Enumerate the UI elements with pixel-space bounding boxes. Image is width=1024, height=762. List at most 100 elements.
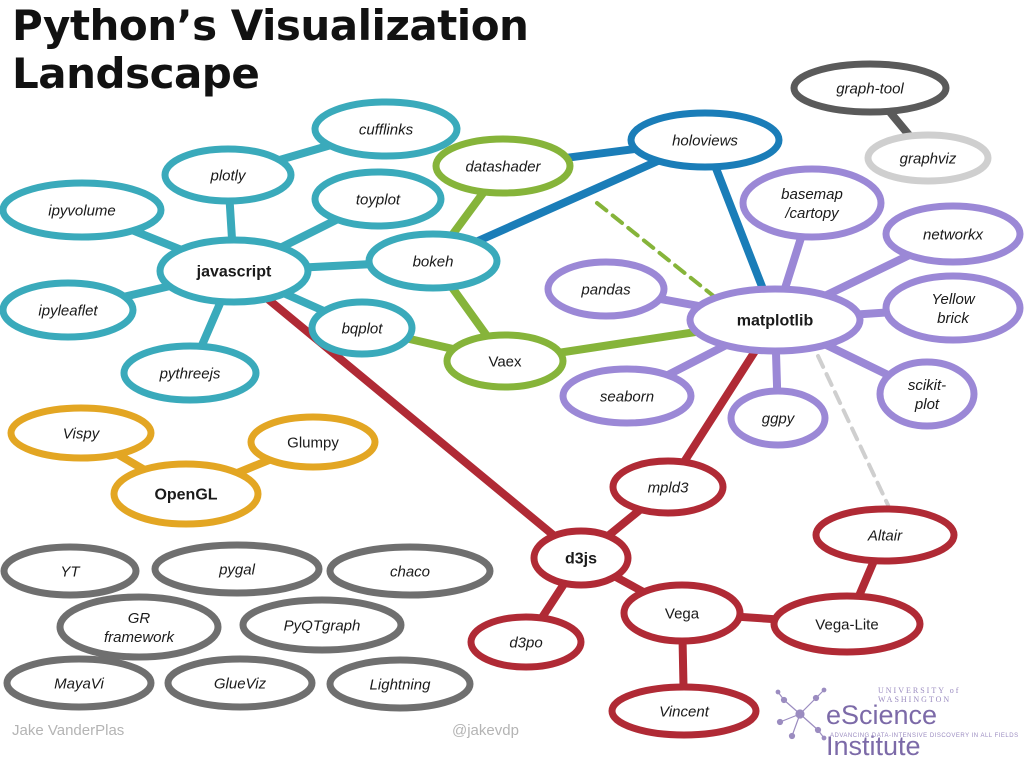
title-line-2: Landscape (12, 49, 260, 98)
node-lightning-label: Lightning (370, 676, 432, 693)
node-d3po-ellipse (467, 613, 585, 671)
node-vispy: Vispy (7, 404, 155, 462)
node-datashader-ellipse (432, 135, 574, 197)
node-layer: javascript plotly cufflinks toyplot ipyvolum… (0, 60, 1024, 739)
node-pandas-label: pandas (580, 281, 631, 298)
node-toyplot-ellipse (311, 168, 445, 230)
node-opengl-ellipse (110, 460, 262, 528)
node-ipyleaflet-ellipse (0, 279, 137, 341)
node-bqplot-label: bqplot (342, 320, 384, 337)
node-holoviews: holoviews (627, 109, 783, 171)
node-graphviz: graphviz (864, 131, 992, 185)
node-seaborn: seaborn (559, 365, 695, 427)
node-matplotlib-ellipse (686, 285, 864, 355)
node-plotly-label: plotly (209, 167, 247, 184)
node-lightning: Lightning (326, 656, 474, 712)
logo-university: UNIVERSITY of WASHINGTON (878, 686, 961, 704)
node-d3js-ellipse (530, 527, 632, 589)
node-scikitplot-label: scikit-plot (908, 377, 946, 413)
node-yt-ellipse (0, 543, 140, 599)
node-vincent: Vincent (608, 683, 760, 739)
node-yellowbrick-ellipse (882, 272, 1024, 344)
node-vincent-label: Vincent (659, 703, 710, 720)
node-graphtool: graph-tool (790, 60, 950, 116)
page-title: Python’s Visualization Landscape (12, 1, 529, 98)
node-cufflinks-label: cufflinks (359, 121, 414, 138)
node-yt: YT (0, 543, 140, 599)
node-d3js: d3js (530, 527, 632, 589)
node-glumpy-ellipse (247, 413, 379, 471)
node-ipyvolume-label: ipyvolume (48, 202, 116, 219)
node-glumpy-label: Glumpy (287, 434, 339, 451)
handle-credit: @jakevdp (452, 722, 519, 739)
node-networkx-ellipse (882, 202, 1024, 266)
node-glueviz: GlueViz (164, 655, 316, 711)
node-altair: Altair (812, 505, 958, 565)
node-scikitplot: scikit-plot (876, 358, 978, 430)
edge-datashader-matplotlib (595, 201, 718, 300)
node-vaex-ellipse (443, 331, 567, 391)
node-cufflinks: cufflinks (311, 98, 461, 160)
author-credit: Jake VanderPlas (12, 722, 125, 739)
node-pygal: pygal (151, 541, 323, 597)
node-ipyleaflet-label: ipyleaflet (38, 302, 98, 319)
node-datashader-label: datashader (465, 158, 541, 175)
node-basemap-label: basemap/cartopy (781, 186, 843, 222)
node-vega: Vega (620, 581, 744, 645)
node-grframework-ellipse (56, 593, 222, 661)
node-datashader: datashader (432, 135, 574, 197)
node-glueviz-label: GlueViz (214, 675, 267, 692)
node-pygal-label: pygal (218, 561, 256, 578)
node-pythreejs: pythreejs (120, 342, 260, 404)
node-opengl-label: OpenGL (154, 487, 217, 504)
node-pandas-ellipse (544, 258, 668, 320)
node-pygal-ellipse (151, 541, 323, 597)
node-yt-label: YT (60, 563, 81, 580)
node-basemap-ellipse (739, 165, 885, 241)
node-chaco-label: chaco (390, 563, 430, 580)
node-toyplot-label: toyplot (356, 191, 401, 208)
node-chaco-ellipse (326, 543, 494, 599)
node-graphviz-label: graphviz (900, 150, 957, 167)
node-d3po-label: d3po (509, 634, 542, 651)
node-cufflinks-ellipse (311, 98, 461, 160)
node-vega-label: Vega (665, 605, 700, 622)
node-d3js-label: d3js (565, 551, 597, 568)
node-vispy-ellipse (7, 404, 155, 462)
node-bokeh-label: bokeh (413, 253, 454, 270)
node-bqplot-ellipse (308, 298, 416, 358)
node-mayavi-label: MayaVi (54, 675, 104, 692)
node-pythreejs-label: pythreejs (159, 365, 221, 382)
node-ipyvolume-ellipse (0, 179, 165, 241)
node-vispy-label: Vispy (63, 425, 101, 442)
node-seaborn-ellipse (559, 365, 695, 427)
node-mayavi: MayaVi (3, 655, 155, 711)
node-vegalite: Vega-Lite (770, 592, 924, 656)
logo-name: eScience Institute (826, 700, 938, 761)
node-networkx: networkx (882, 202, 1024, 266)
node-graphtool-label: graph-tool (836, 80, 904, 97)
node-altair-ellipse (812, 505, 958, 565)
node-javascript-label: javascript (196, 264, 272, 281)
node-glumpy: Glumpy (247, 413, 379, 471)
node-plotly: plotly (161, 145, 295, 205)
node-seaborn-label: seaborn (600, 388, 654, 405)
edge-javascript-d3js (230, 267, 585, 562)
node-bokeh: bokeh (365, 230, 501, 292)
node-vaex-label: Vaex (488, 353, 522, 370)
node-networkx-label: networkx (923, 226, 984, 243)
node-mpld3-ellipse (609, 457, 727, 517)
node-altair-label: Altair (867, 527, 903, 544)
node-pyqtgraph-ellipse (239, 596, 405, 654)
node-opengl: OpenGL (110, 460, 262, 528)
node-pandas: pandas (544, 258, 668, 320)
node-matplotlib-label: matplotlib (737, 313, 814, 330)
network-logo-icon (775, 687, 827, 741)
node-ggpy: ggpy (727, 387, 829, 449)
node-glueviz-ellipse (164, 655, 316, 711)
node-toyplot: toyplot (311, 168, 445, 230)
title-line-1: Python’s Visualization (12, 1, 529, 50)
